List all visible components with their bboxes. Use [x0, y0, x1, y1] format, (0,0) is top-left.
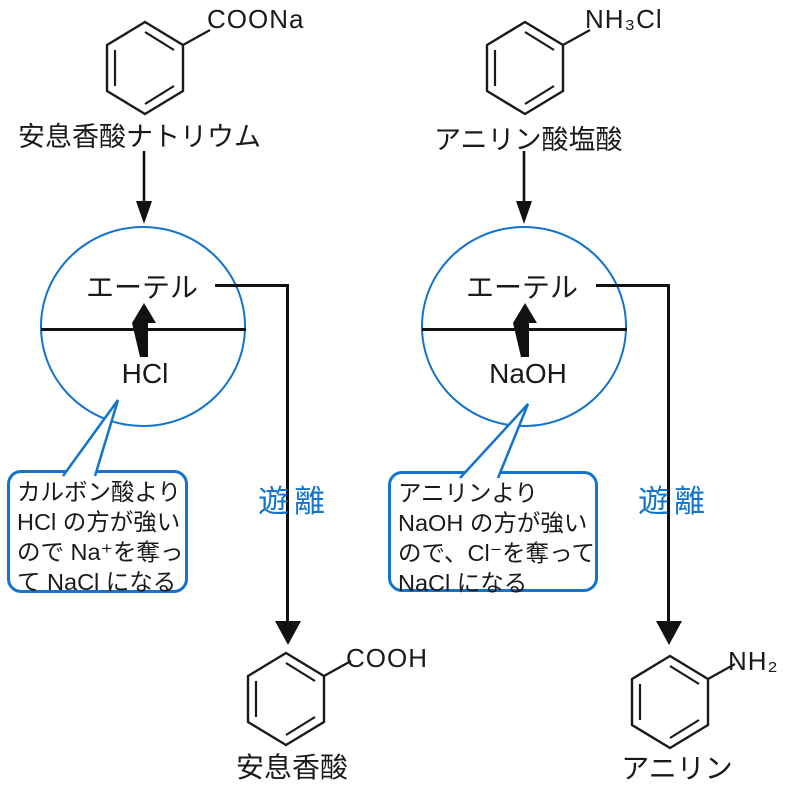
benzene-ring-icon: [246, 651, 352, 747]
ether-layer-label-left: エーテル: [85, 272, 198, 303]
naoh-layer-label: NaOH: [489, 358, 567, 389]
molecule-sodium-benzoate: COONa: [103, 4, 338, 119]
callout-left-line1: カルボン酸より: [17, 479, 182, 505]
ether-layer-label-right: エーテル: [465, 272, 578, 303]
connector-left-vertical: [286, 284, 289, 622]
molecule-aniline: NH₂: [628, 638, 795, 753]
label-benzoic-acid: 安息香酸: [235, 752, 348, 783]
up-arrow-icon: [132, 303, 156, 357]
callout-right-line3: ので、Cl⁻を奪って: [398, 540, 595, 566]
callout-left-line3: ので Na⁺を奪っ: [17, 539, 184, 565]
connector-left-arrowhead: [275, 621, 301, 645]
hcl-layer-label: HCl: [121, 358, 169, 389]
release-label-left: 遊離: [258, 484, 330, 519]
callout-right-line4: NaCl になる: [398, 570, 528, 596]
connector-left-horizontal: [215, 284, 288, 287]
callout-left-line4: て NaCl になる: [17, 569, 177, 595]
connector-right-horizontal: [596, 284, 669, 287]
separating-funnel-left: [40, 226, 246, 427]
down-arrow-icon: [136, 151, 152, 224]
benzene-ring-icon: [485, 20, 591, 116]
separating-funnel-right: [421, 226, 627, 427]
label-aniline-hydrochloride: アニリン酸塩酸: [434, 125, 623, 155]
benzene-ring-icon: [630, 654, 736, 750]
release-label-right: 遊離: [638, 484, 710, 519]
down-arrow-icon: [516, 151, 532, 224]
formula-coona: COONa: [207, 4, 305, 34]
formula-nh3cl: NH₃Cl: [585, 4, 663, 34]
molecule-benzoic-acid: COOH: [244, 635, 479, 750]
benzene-ring-icon: [105, 20, 211, 116]
molecule-aniline-hydrochloride: NH₃Cl: [483, 4, 718, 119]
callout-right-line1: アニリンより: [398, 480, 539, 506]
callout-left-line2: HCl の方が強い: [17, 509, 181, 535]
connector-right-vertical: [667, 284, 670, 622]
callout-left: カルボン酸より HCl の方が強い ので Na⁺を奪っ て NaCl になる: [7, 470, 188, 595]
connector-right-arrowhead: [656, 621, 682, 645]
callout-right-line2: NaOH の方が強い: [398, 510, 588, 536]
callout-right-tail: [459, 403, 530, 479]
up-arrow-icon: [513, 303, 537, 357]
formula-cooh: COOH: [346, 643, 428, 673]
label-sodium-benzoate: 安息香酸ナトリウム: [18, 122, 261, 152]
callout-right: アニリンより NaOH の方が強い ので、Cl⁻を奪って NaCl になる: [388, 471, 598, 596]
callout-left-tail: [61, 399, 120, 477]
formula-nh2: NH₂: [728, 646, 779, 676]
label-aniline: アニリン: [621, 753, 733, 784]
